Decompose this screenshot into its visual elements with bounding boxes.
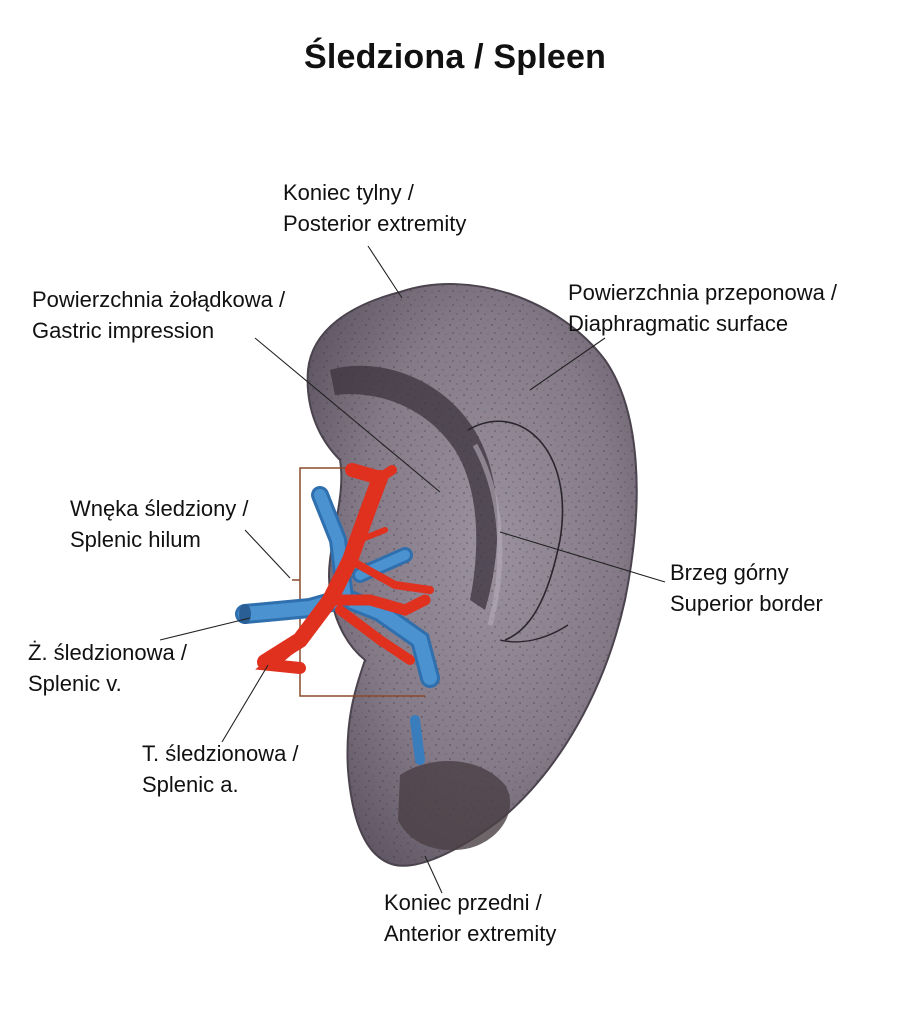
label-splenic-vein-pl: Ż. śledzionowa /: [28, 640, 187, 665]
superior-border-ridge: [467, 420, 564, 641]
label-diaphragmatic-surface-pl: Powierzchnia przeponowa /: [568, 280, 838, 305]
label-posterior-extremity-en: Posterior extremity: [283, 211, 467, 236]
label-posterior-extremity: Koniec tylny / Posterior extremity: [283, 177, 466, 239]
splenic-artery-vessels: [255, 463, 434, 674]
label-splenic-hilum: Wnęka śledziony / Splenic hilum: [70, 493, 249, 555]
label-splenic-artery-pl: T. śledzionowa /: [142, 741, 299, 766]
label-anterior-extremity: Koniec przedni / Anterior extremity: [384, 887, 556, 949]
label-superior-border-pl: Brzeg górny: [670, 560, 789, 585]
label-gastric-impression-pl: Powierzchnia żołądkowa /: [32, 287, 286, 312]
label-gastric-impression-en: Gastric impression: [32, 318, 215, 343]
label-anterior-extremity-en: Anterior extremity: [384, 921, 557, 946]
label-diaphragmatic-surface: Powierzchnia przeponowa / Diaphragmatic …: [568, 277, 837, 339]
label-superior-border: Brzeg górny Superior border: [670, 557, 823, 619]
label-superior-border-en: Superior border: [670, 591, 823, 616]
label-splenic-artery: T. śledzionowa / Splenic a.: [142, 738, 299, 800]
label-gastric-impression: Powierzchnia żołądkowa / Gastric impress…: [32, 284, 285, 346]
label-splenic-vein: Ż. śledzionowa / Splenic v.: [28, 637, 187, 699]
label-splenic-vein-en: Splenic v.: [28, 671, 122, 696]
gastric-impression: [330, 365, 498, 610]
diagram-title: Śledziona / Spleen: [303, 38, 607, 76]
leader-lines: [159, 245, 666, 894]
label-splenic-artery-en: Splenic a.: [142, 772, 239, 797]
label-anterior-extremity-pl: Koniec przedni /: [384, 890, 542, 915]
anterior-extremity-patch: [398, 761, 511, 851]
label-posterior-extremity-pl: Koniec tylny /: [283, 180, 414, 205]
label-splenic-hilum-pl: Wnęka śledziony /: [70, 496, 249, 521]
label-diaphragmatic-surface-en: Diaphragmatic surface: [568, 311, 789, 336]
label-splenic-hilum-en: Splenic hilum: [70, 527, 201, 552]
